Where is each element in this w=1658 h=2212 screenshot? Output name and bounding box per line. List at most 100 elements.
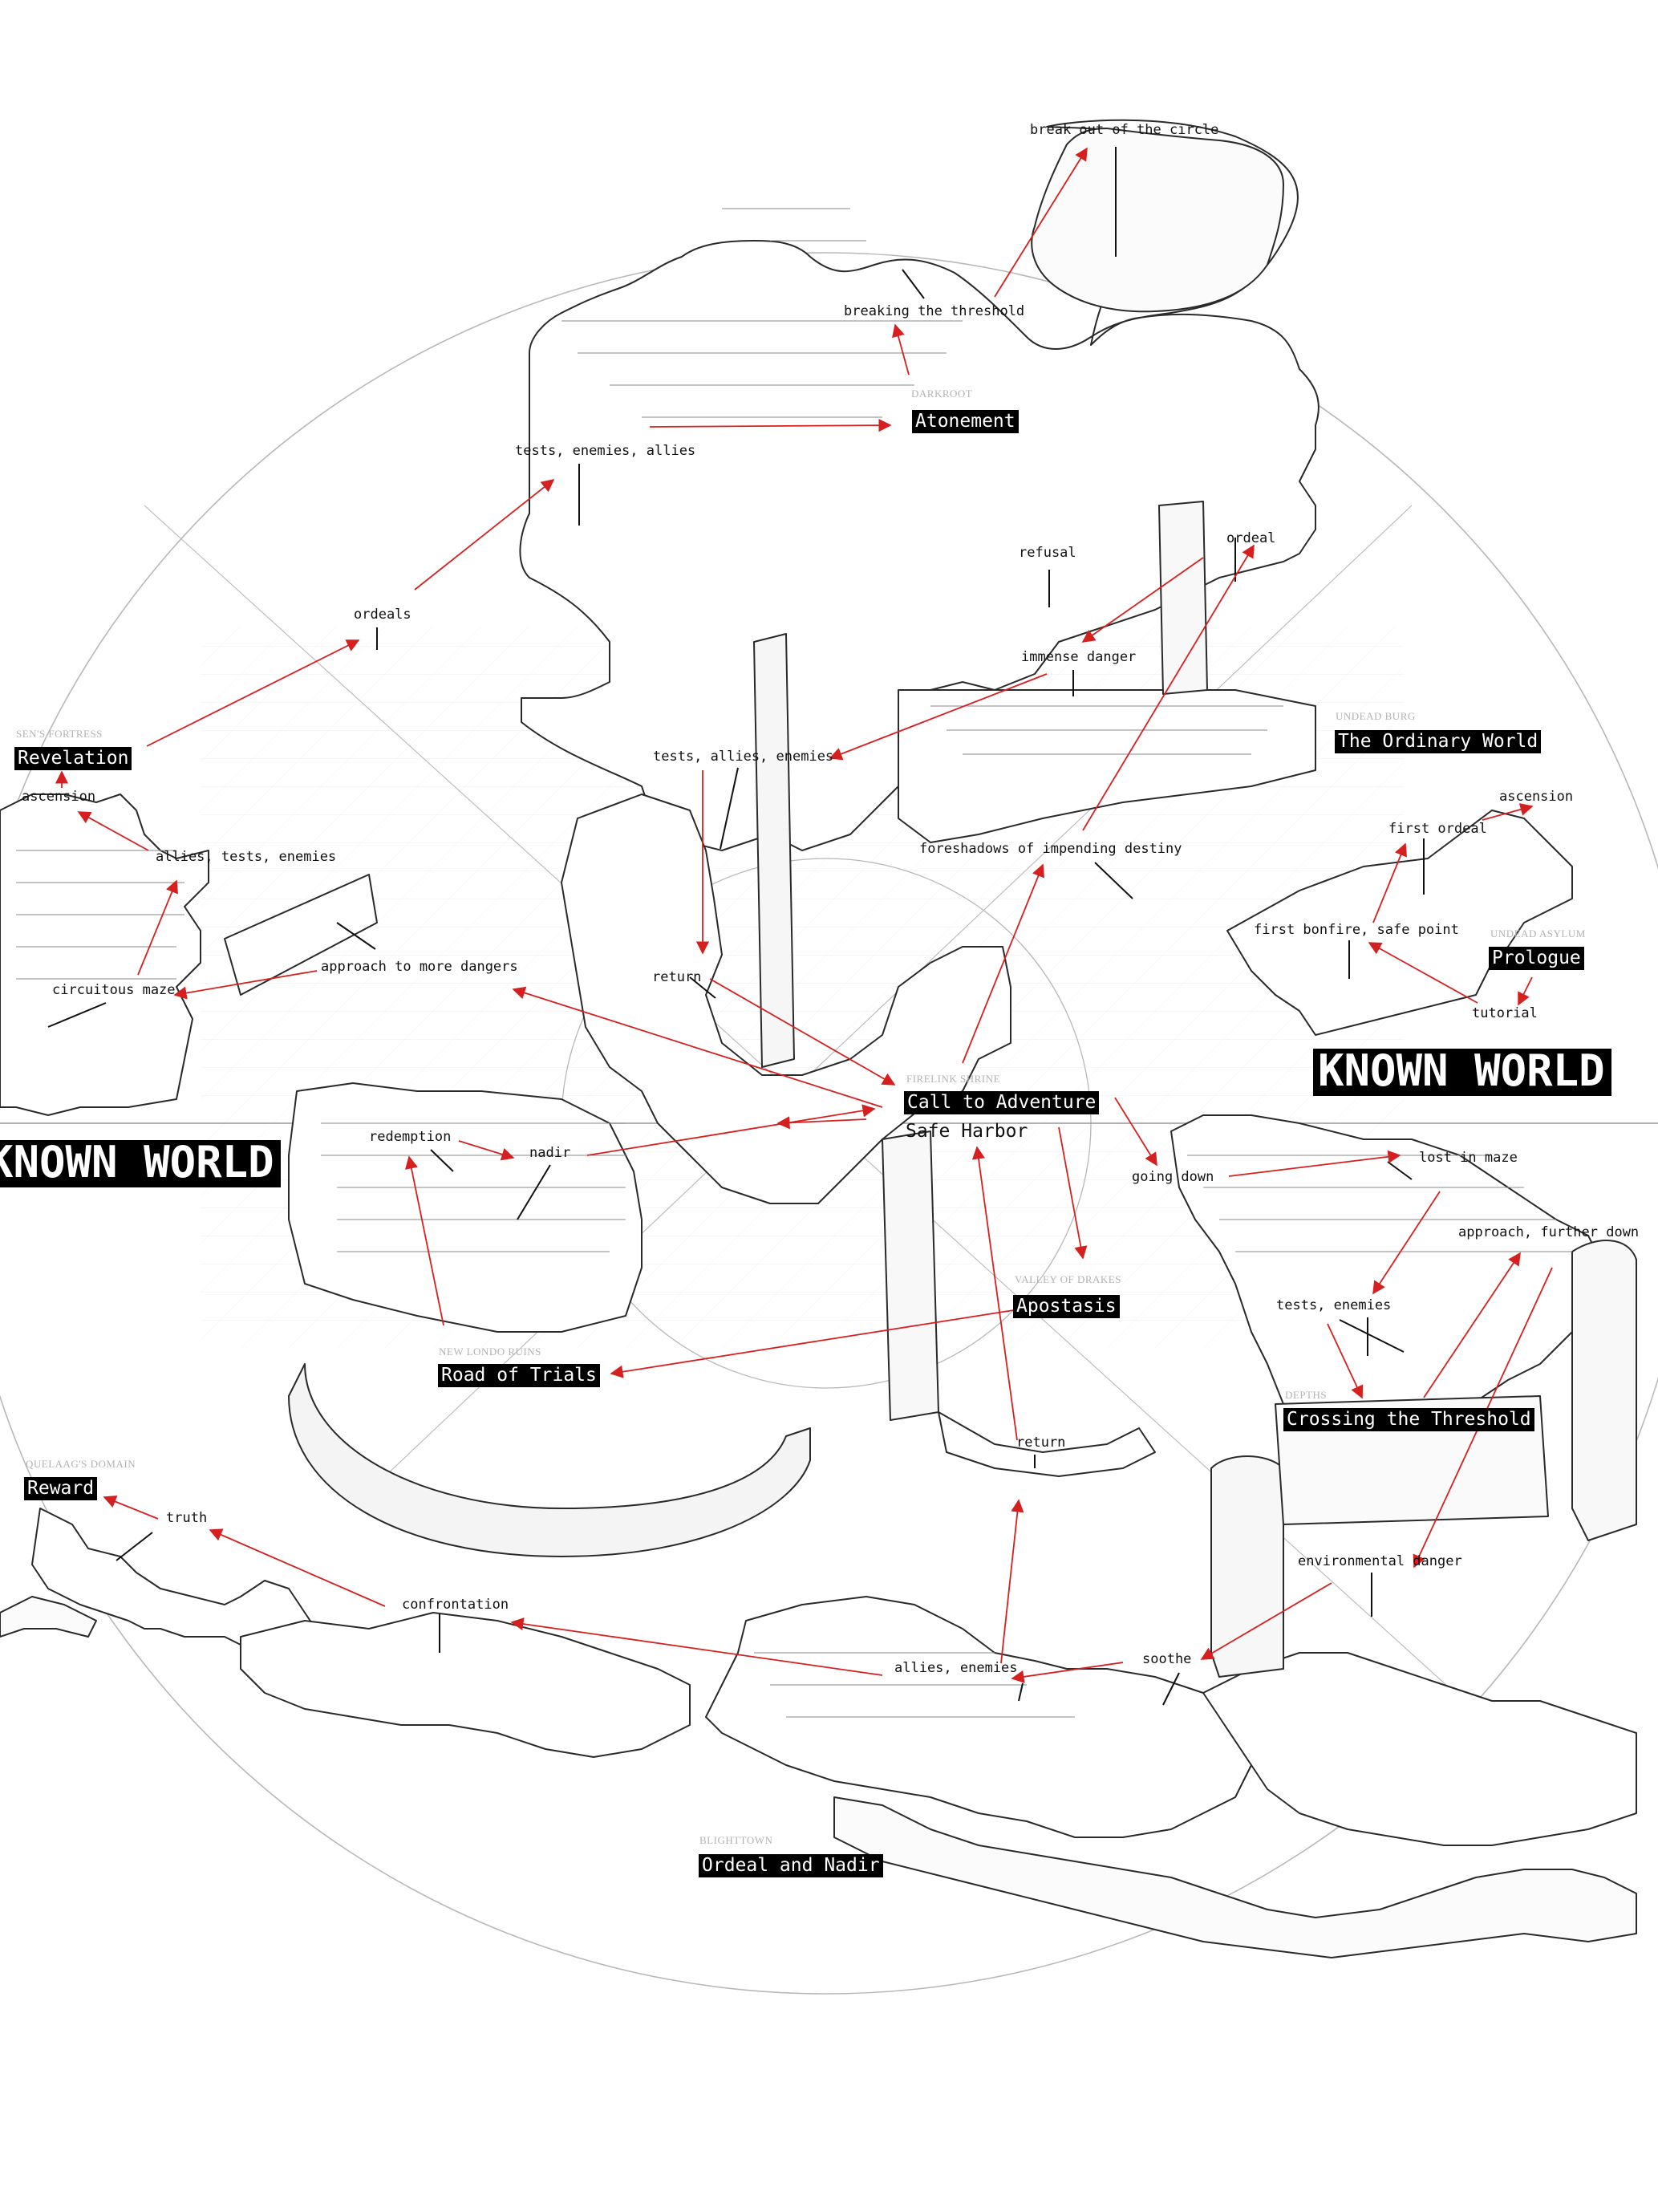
area-blighttown: BLIGHTTOWN (699, 1834, 773, 1846)
arrow-env-to-soothe (1200, 1582, 1332, 1660)
note-return-upper: return (652, 969, 702, 985)
stage-prologue: Prologue (1489, 947, 1584, 971)
blighttown-lower (833, 1796, 1637, 1958)
stage-reward: Reward (24, 1477, 98, 1501)
note-circuitous-maze: circuitous maze (52, 982, 176, 998)
note-tutorial: tutorial (1472, 1005, 1538, 1021)
arrow-ordeals-to-tests (414, 478, 555, 591)
break-out-island (1031, 128, 1284, 313)
level-outlines (0, 119, 1637, 1958)
note-approach-further-down: approach, further down (1458, 1224, 1640, 1240)
note-refusal: refusal (1019, 545, 1076, 561)
arrow-call-to-foreshadow (962, 863, 1045, 1064)
note-tests-enemies: tests, enemies (1276, 1297, 1392, 1313)
note-immense-danger: immense danger (1021, 649, 1137, 665)
sens-fortress-outline (0, 793, 209, 1116)
arrow-return-to-safe (971, 1146, 1018, 1441)
firelink-tower (753, 633, 795, 1068)
arrow-allies-to-ascension (77, 811, 149, 851)
known-world-label-right: KNOWN WORLD (1313, 1048, 1611, 1096)
note-breaking-threshold: breaking the threshold (844, 303, 1025, 319)
arrow-soothe-to-allies (1011, 1662, 1124, 1683)
arrow-approach-to-maze (173, 970, 318, 1000)
leader-lines (47, 147, 1425, 1706)
arrow-going-to-lost (1228, 1150, 1401, 1177)
depths-tower (1571, 1240, 1637, 1541)
note-break-out-circle: break out of the circle (1030, 122, 1219, 138)
note-ordeals: ordeals (354, 607, 411, 623)
new-londo-ring (288, 1363, 811, 1557)
valley-tower (882, 1130, 939, 1421)
area-sens-fortress: SEN'S FORTRESS (16, 728, 103, 740)
note-return-lower: return (1016, 1435, 1066, 1451)
arrow-confront-to-truth (209, 1528, 386, 1607)
depths-outline (1170, 1114, 1605, 1437)
arrow-immense-to-tests (829, 673, 1048, 761)
arrow-foreshadow-to-ordeal (1082, 544, 1255, 831)
new-londo-outline (288, 1082, 643, 1333)
area-depths: DEPTHS (1285, 1389, 1328, 1401)
arrow-call-to-burg (776, 1116, 867, 1130)
arrow-apostasis-to-road (610, 1309, 1020, 1378)
arrow-allies-to-return (1000, 1499, 1024, 1664)
arrow-call-to-approach (512, 986, 883, 1108)
note-allies-enemies: allies, enemies (894, 1660, 1018, 1676)
note-first-ordeal: first ordeal (1388, 821, 1487, 837)
journey-arrows (55, 147, 1553, 1683)
note-soothe: soothe (1142, 1651, 1192, 1667)
known-world-label-left: KNOWN WORLD (0, 1139, 281, 1187)
undead-burg-bridge (898, 689, 1316, 843)
area-quelaags-domain: QUELAAG'S DOMAIN (26, 1458, 136, 1470)
note-confrontation: confrontation (402, 1597, 509, 1613)
stage-crossing-threshold: Crossing the Threshold (1283, 1408, 1534, 1432)
valley-path (938, 1411, 1156, 1477)
arrow-prologue-to-tutorial (1518, 976, 1533, 1006)
note-first-bonfire: first bonfire, safe point (1254, 922, 1459, 938)
arrow-tutorial-to-bonfire (1368, 942, 1478, 1004)
stage-road-of-trials: Road of Trials (438, 1364, 600, 1388)
area-valley-of-drakes: VALLEY OF DRAKES (1015, 1273, 1121, 1285)
stage-safe-harbor: Safe Harbor (906, 1121, 1028, 1142)
arrow-call-to-apostasis (1058, 1126, 1088, 1260)
stage-apostasis: Apostasis (1013, 1295, 1120, 1319)
outer-circle (0, 252, 1658, 1995)
arrow-ordeal-to-immense (1081, 557, 1204, 643)
area-firelink-shrine: FIRELINK SHRINE (906, 1073, 1000, 1085)
sens-bridge (224, 874, 378, 996)
arrow-crossing-to-approach (1423, 1252, 1521, 1398)
arrow-nadir-to-call (586, 1104, 876, 1156)
stage-revelation: Revelation (14, 747, 132, 771)
stage-ordinary-world: The Ordinary World (1335, 730, 1542, 754)
note-ascension-right: ascension (1499, 789, 1574, 805)
note-ordeal: ordeal (1226, 530, 1276, 546)
arrow-maze-to-allies (137, 879, 178, 976)
arrow-threshold-to-break (994, 147, 1088, 298)
note-foreshadows: foreshadows of impending destiny (919, 841, 1182, 857)
arrow-tests-to-crossing (1327, 1323, 1364, 1399)
note-environmental-danger: environmental danger (1298, 1553, 1462, 1569)
note-going-down: going down (1132, 1169, 1214, 1185)
stage-atonement: Atonement (912, 410, 1019, 434)
arrow-first-ordeal-to-ascension (1482, 803, 1534, 821)
area-undead-asylum: UNDEAD ASYLUM (1490, 927, 1586, 940)
arrow-return-to-call (709, 978, 896, 1086)
note-tests-allies-enemies: tests, allies, enemies (653, 749, 834, 765)
arrow-revelation-to-ordeals (146, 639, 360, 747)
arrow-lost-to-tests (1372, 1191, 1441, 1295)
stage-ordeal-and-nadir: Ordeal and Nadir (699, 1854, 883, 1878)
area-new-londo-ruins: NEW LONDO RUINS (439, 1345, 541, 1358)
arrow-bonfire-to-first-ordeal (1372, 842, 1407, 923)
note-ascension-left: ascension (22, 789, 96, 805)
detail-lines (16, 208, 1572, 1718)
area-undead-burg: UNDEAD BURG (1336, 710, 1416, 722)
arrow-truth-to-reward (103, 1495, 159, 1520)
note-approach-more-dangers: approach to more dangers (321, 959, 518, 975)
depths-lower-tower (1210, 1455, 1284, 1678)
arrow-atonement-to-threshold (892, 323, 910, 375)
arrow-call-to-going-down (1114, 1097, 1157, 1167)
stage-call-to-adventure: Call to Adventure (904, 1091, 1100, 1115)
note-nadir: nadir (529, 1145, 571, 1161)
burg-tower (1158, 501, 1208, 695)
